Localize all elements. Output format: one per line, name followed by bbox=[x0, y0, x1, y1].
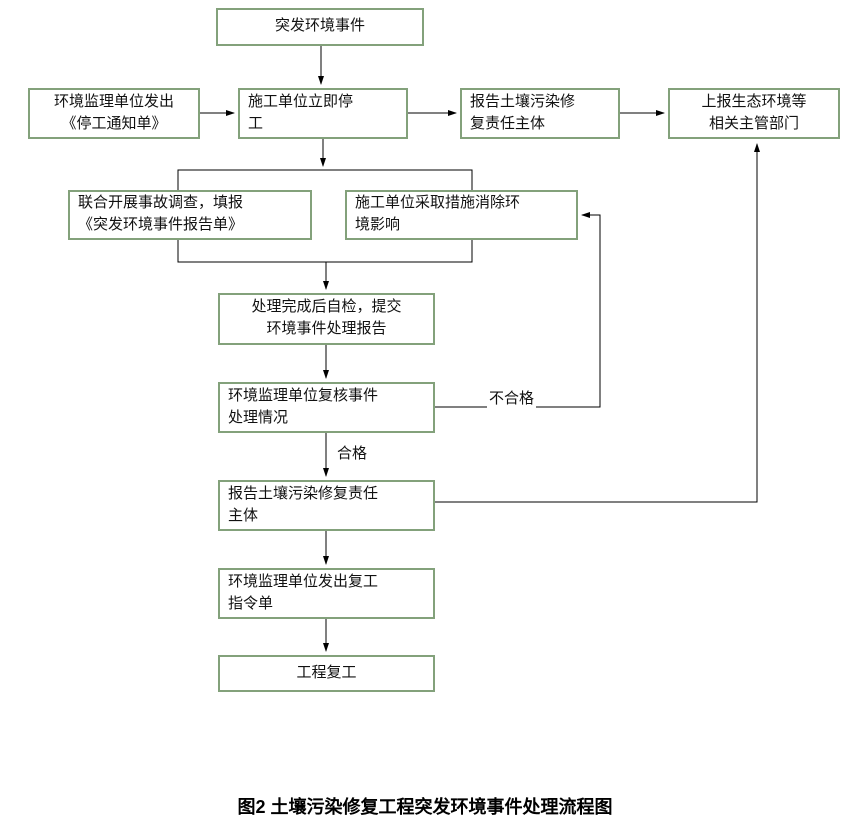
node-report-responsible-entity-bottom: 报告土壤污染修复责任 主体 bbox=[218, 480, 435, 531]
node-sudden-environmental-event: 突发环境事件 bbox=[216, 8, 424, 46]
node-report-environment-authority: 上报生态环境等 相关主管部门 bbox=[668, 88, 840, 139]
node-report-responsible-entity-top: 报告土壤污染修 复责任主体 bbox=[460, 88, 620, 139]
node-resume-work-order: 环境监理单位发出复工 指令单 bbox=[218, 568, 435, 619]
edge-label-fail: 不合格 bbox=[487, 387, 537, 408]
node-project-resumes: 工程复工 bbox=[218, 655, 435, 692]
node-joint-investigation: 联合开展事故调查，填报 《突发环境事件报告单》 bbox=[68, 190, 312, 240]
node-contractor-stops-work: 施工单位立即停 工 bbox=[238, 88, 408, 139]
node-stop-work-notice: 环境监理单位发出 《停工通知单》 bbox=[28, 88, 200, 139]
edge-label-pass: 合格 bbox=[335, 442, 370, 463]
node-self-check-report: 处理完成后自检，提交 环境事件处理报告 bbox=[218, 293, 435, 345]
node-supervisor-review: 环境监理单位复核事件 处理情况 bbox=[218, 382, 435, 433]
node-eliminate-impact: 施工单位采取措施消除环 境影响 bbox=[345, 190, 578, 240]
figure-caption: 图2 土壤污染修复工程突发环境事件处理流程图 bbox=[237, 797, 613, 817]
